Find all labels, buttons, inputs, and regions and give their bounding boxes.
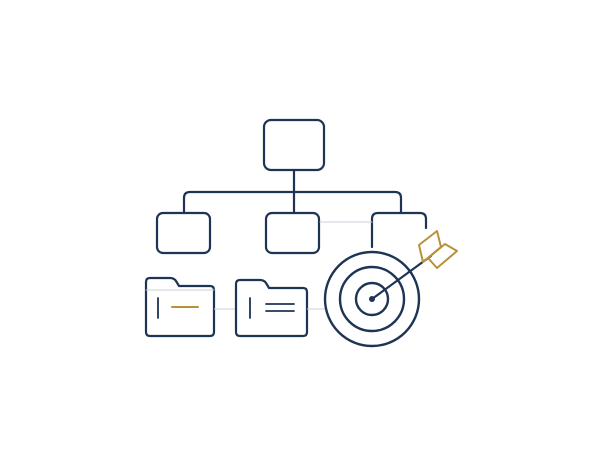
org-chart-top-box [262, 118, 326, 172]
folder-document-icon [234, 278, 309, 338]
target-middle-ring [338, 265, 406, 333]
folder-icon [144, 276, 216, 338]
folder-document-outline [234, 278, 309, 338]
target-icon [323, 250, 421, 348]
arrow-icon [370, 230, 458, 301]
arrow-shaft [370, 254, 433, 301]
org-chart-icon [155, 118, 428, 255]
arrow-fletching-lower [427, 243, 458, 269]
target-outer-ring [323, 250, 421, 348]
org-chart-left-box [155, 211, 212, 255]
org-chart-right-box [370, 211, 428, 249]
org-chart-middle-box [264, 211, 321, 255]
target-inner-ring [354, 281, 390, 317]
folder-outline [144, 276, 216, 338]
org-chart-branch [182, 190, 403, 215]
